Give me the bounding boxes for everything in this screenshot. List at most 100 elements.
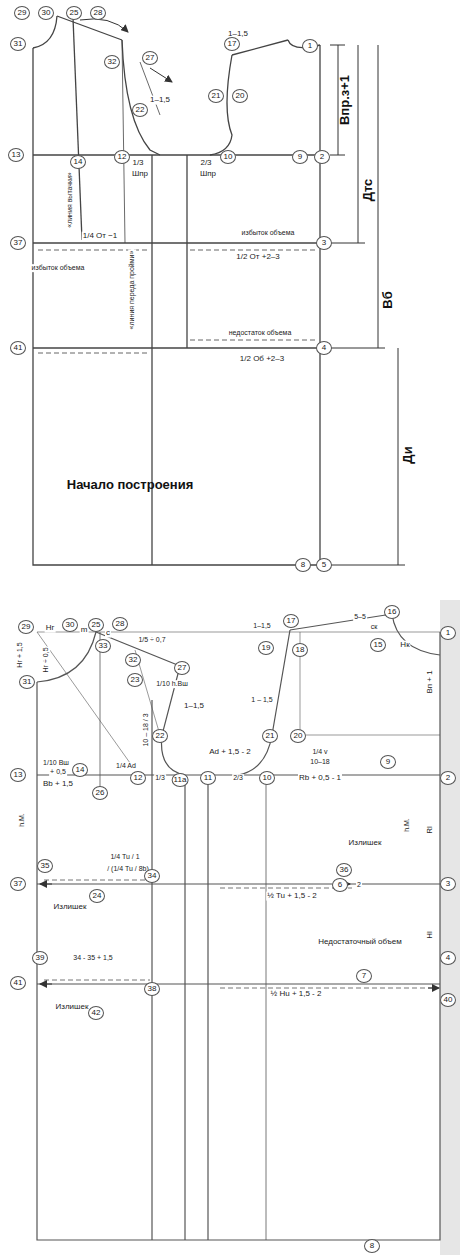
callout-number: 20 — [232, 89, 248, 103]
callout-number: 11 — [200, 771, 216, 785]
dimension-label: с — [105, 629, 111, 638]
dimension-label: Нг + 1,5 — [16, 641, 24, 668]
dimension-label: 1–1,5 — [252, 622, 272, 630]
callout-number: 17 — [283, 614, 299, 628]
dimension-label: Излишек — [55, 1003, 90, 1012]
callout-number: 13 — [10, 768, 26, 782]
measurement-label: Вб — [381, 290, 395, 309]
dimension-label: 5–5 — [353, 613, 367, 621]
callout-number: 8 — [364, 1239, 380, 1253]
dimension-label: h.M. — [403, 817, 411, 833]
measurement-label: Ди — [401, 445, 415, 464]
callout-number: 29 — [14, 6, 30, 20]
dimension-label: 1–1,5 — [183, 702, 205, 711]
dimension-label: Шпр — [131, 170, 149, 179]
callout-number: 6 — [332, 878, 348, 892]
callout-number: 25 — [88, 618, 104, 632]
dimension-label: Нк — [399, 641, 410, 650]
callout-number: 38 — [144, 982, 160, 996]
construction-bottom — [37, 614, 440, 1240]
callout-number: 17 — [224, 37, 240, 51]
dimension-label: Ad + 1,5 - 2 — [208, 748, 252, 757]
callout-number: 29 — [18, 620, 34, 634]
callout-number: 1 — [302, 39, 318, 53]
callout-number: 27 — [174, 661, 190, 675]
dimension-label: Rl — [426, 825, 435, 835]
callout-number: 16 — [384, 605, 400, 619]
measurement-label: Впр.з+1 — [338, 74, 352, 126]
callout-number: 2 — [440, 771, 456, 785]
dimension-label: 1 – 1,5 — [250, 696, 273, 704]
dimension-label: Нг — [45, 624, 56, 633]
dimension-label: «линия вытачки» — [66, 171, 74, 229]
dimension-label: + 0,5 — [49, 768, 67, 776]
construction-top — [33, 16, 320, 565]
callout-number: 32 — [125, 653, 141, 667]
dimension-label: Вп + 1 — [426, 669, 435, 694]
callout-number: 23 — [127, 673, 143, 687]
dimension-label: 1/3 — [131, 159, 144, 168]
dimension-label: ск — [370, 623, 379, 631]
callout-number: 9 — [292, 150, 308, 164]
callout-number: 20 — [290, 729, 306, 743]
dimension-label: 1/4 От −1 — [82, 232, 119, 241]
callout-number: 4 — [316, 341, 332, 355]
callout-number: 19 — [258, 641, 274, 655]
callout-number: 5 — [316, 558, 332, 572]
callout-number: 11а — [172, 773, 189, 787]
dimension-label: / (1/4 Tu / 8b) — [106, 865, 150, 873]
measurement-label: Дтс — [361, 178, 375, 203]
callout-number: 28 — [112, 617, 128, 631]
dimension-label: 1/4 Tu / 1 — [109, 853, 140, 861]
callout-number: 18 — [292, 643, 308, 657]
dimension-label: Излишек — [348, 839, 383, 848]
dimension-label: 10 – 18 / 3 — [142, 712, 150, 747]
dimension-label: Hl — [426, 930, 435, 940]
callout-number: 21 — [208, 89, 224, 103]
callout-number: 3 — [316, 236, 332, 250]
callout-number: 28 — [90, 6, 106, 20]
dimension-label: 1/10 Вш — [42, 759, 70, 767]
dimension-label: 2/3 — [199, 159, 212, 168]
callout-number: 30 — [38, 6, 54, 20]
dimension-label: Вb + 1,5 — [42, 780, 74, 789]
dimension-label: ½ Tu + 1,5 - 2 — [266, 892, 318, 901]
dimension-label: 10–18 — [309, 758, 330, 766]
callout-number: 2 — [314, 150, 330, 164]
callout-number: 24 — [89, 889, 105, 903]
callout-number: 41 — [10, 341, 26, 355]
dimension-label: m — [80, 626, 89, 635]
dimension-label: 2 — [356, 881, 362, 889]
dimension-label: 1/2 Об +2–3 — [239, 355, 285, 364]
callout-number: 14 — [72, 763, 88, 777]
dimension-label: 2/3 — [232, 774, 244, 782]
callout-number: 15 — [370, 638, 386, 652]
callout-number: 30 — [62, 618, 78, 632]
callout-number: 3 — [440, 877, 456, 891]
callout-number: 36 — [336, 863, 352, 877]
dimension-label: 1/4 Ad — [115, 762, 137, 770]
callout-number: 21 — [262, 729, 278, 743]
dimension-label: h.M. — [18, 812, 26, 828]
dimension-label: Излишек — [53, 903, 88, 912]
dimension-label: избыток объема — [31, 264, 86, 272]
dimension-label: Нг ÷ 0,5 — [42, 646, 50, 673]
callout-number: 25 — [66, 6, 82, 20]
callout-number: 33 — [95, 639, 111, 653]
callout-number: 32 — [104, 55, 120, 69]
callout-number: 12 — [130, 771, 146, 785]
callout-number: 10 — [259, 771, 275, 785]
callout-number: 22 — [152, 729, 168, 743]
dimension-label: Недостаточный объем — [317, 938, 403, 947]
callout-number: 37 — [10, 877, 26, 891]
dimension-label: недостаток объема — [228, 329, 293, 337]
callout-number: 35 — [37, 859, 53, 873]
dimension-label: Rb + 0,5 - 1 — [298, 774, 342, 783]
dimension-label: ½ Hu + 1,5 - 2 — [270, 990, 323, 999]
dimension-label: 1/5 ÷ 0,7 — [137, 636, 166, 644]
callout-number: 13 — [8, 148, 24, 162]
dimension-label: «линия переда пройми» — [128, 250, 136, 331]
callout-number: 27 — [142, 51, 158, 65]
dimension-label: избыток объема — [241, 229, 296, 237]
callout-number: 31 — [10, 37, 26, 51]
